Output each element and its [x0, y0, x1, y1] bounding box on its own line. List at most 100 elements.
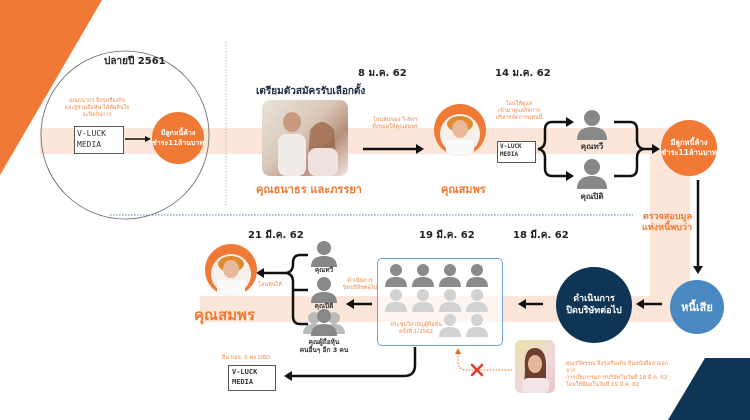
vluck-logo-2018: V-LUCK MEDIA — [74, 126, 124, 154]
person-icon-others-mar21 — [303, 309, 345, 336]
somporn-avatar — [440, 114, 480, 156]
close-note-mar19: ดำเนินการ ปิดบริษัทต่อไป — [340, 278, 380, 292]
label-piti-mar21: คุณปิติ — [314, 302, 334, 310]
photo-thanathorn-and-wife — [262, 100, 348, 176]
audit-line2: แห่งหนี้พบว่า — [642, 223, 692, 233]
label-somporn-jan8: คุณสมพร — [441, 183, 486, 196]
meeting-line2: ครั้งที่ 1/2562 — [398, 329, 434, 335]
debt-line1: มีลูกหนี้ค้าง — [160, 129, 196, 137]
others-line1: คุณผู้ถือหุ้น — [308, 338, 340, 346]
arrow-to-tawee — [566, 117, 574, 127]
note-jan14-line3: บริหารจัดการแทนนี้ — [495, 115, 543, 121]
date-mar21: 21 มี.ค. 62 — [248, 230, 304, 241]
label-piti-jan14: คุณปิติ — [580, 192, 604, 201]
step-jan8-heading: เตรียมตัวสมัครรับเลือกตั้ง — [256, 86, 366, 97]
vluck-line1: V-LUCK — [500, 143, 522, 150]
shareholder-person-icon — [466, 264, 488, 287]
dbd-note: ยื่น บอจ. 5 ต่อ DBD — [222, 355, 271, 361]
debt-line1: มีลูกหนี้ค้าง — [670, 138, 708, 147]
label-somporn-mar21: คุณสมพร — [194, 306, 255, 324]
shareholder-person-icon — [385, 289, 407, 312]
resignation-line2: การเป็นกรรมการบริษัทในวันที่ 18 มี.ค. 62 — [566, 375, 668, 381]
person-icon-tawee-mar21 — [311, 241, 337, 267]
label-others-mar21: คุณผู้ถือหุ้น คนอื่นๆ อีก 3 คน — [298, 338, 350, 354]
date-jan8: 8 ม.ค. 62 — [358, 68, 407, 79]
date-jan14: 14 ม.ค. 62 — [495, 68, 551, 79]
others-line2: คนอื่นๆ อีก 3 คน — [299, 346, 349, 354]
meeting-line1: ประชุมวิสามัญผู้ถือหุ้น — [390, 322, 442, 328]
label-tawee-jan14: คุณทวี — [580, 142, 604, 151]
somporn-avatar — [211, 254, 251, 296]
vluck-line1: V-LUCK — [77, 129, 106, 138]
resignation-line1: คุณรวีพรรณ จึงรุ่งเรืองกิจ ยื่นหนังสือลา… — [566, 361, 668, 374]
note-jan14-line1: โอนให้ดูแล — [505, 101, 533, 107]
shareholder-person-icon — [412, 289, 434, 312]
vluck-line2: MEDIA — [232, 378, 254, 386]
transfer-note-mar21: โอนหุ้นให้ — [258, 282, 282, 288]
shareholder-person-icon — [466, 314, 488, 337]
arrow-to-piti — [566, 171, 574, 181]
close-note-line1: ดำเนินการ — [347, 278, 373, 284]
shareholder-person-icon — [385, 264, 407, 287]
note-jan14: โอนให้ดูแล เข้ามาดูแลกิจการ บริหารจัดการ… — [494, 101, 544, 122]
couple-silhouettes — [278, 112, 338, 176]
debt-circle-jan14: มีลูกหนี้ค้างชำระ11ล้านบาท — [661, 120, 717, 176]
vluck-line2: MEDIA — [77, 140, 102, 149]
navy-corner-shape — [668, 358, 750, 420]
resignation-note: คุณรวีพรรณ จึงรุ่งเรืองกิจ ยื่นหนังสือลา… — [566, 361, 676, 389]
photo-somporn-jan8 — [434, 104, 486, 156]
audit-note: ตรวจสอบมูล แห่งหนี้พบว่า — [636, 212, 692, 234]
shareholder-person-icon — [466, 289, 488, 312]
close-note-line2: ปิดบริษัทต่อไป — [343, 285, 377, 291]
resignation-line3: โดยให้มีผลในวันที่ 19 มี.ค. 62 — [566, 382, 640, 388]
photo-rawiphan — [515, 340, 555, 393]
shareholder-person-icon — [439, 264, 461, 287]
shareholder-person-icon — [412, 264, 434, 287]
date-mar19: 19 มี.ค. 62 — [419, 230, 475, 241]
close-line2: ปิดบริษัทต่อไป — [566, 306, 622, 316]
label-tawee-mar21: คุณทวี — [314, 266, 334, 274]
person-icon-piti-mar21 — [311, 277, 337, 303]
close-line1: ดำเนินการ — [573, 294, 615, 304]
date-mar18: 18 มี.ค. 62 — [513, 230, 569, 241]
orange-corner-shape — [0, 0, 102, 175]
bad-debt-circle: หนี้เสีย — [670, 280, 724, 334]
transfer-note-jan8: โอนหุ้นของ วี-ลัคฯ ทั้งหมดให้คุณสมพร — [365, 117, 425, 131]
bad-debt-label: หนี้เสีย — [681, 301, 713, 314]
close-company-circle: ดำเนินการปิดบริษัทต่อไป — [556, 267, 632, 343]
section-late-2018-note: คุณธนาธร จึงรุ่งเรืองกิจ และผู้ร่วมถือหุ… — [64, 98, 130, 118]
shareholder-person-icon — [439, 289, 461, 312]
debt-line2: ชำระ11ล้านบาท — [152, 139, 204, 147]
rawiphan-avatar — [523, 348, 549, 393]
transfer-note-line2: ทั้งหมดให้คุณสมพร — [372, 124, 418, 130]
transfer-note-line1: โอนหุ้นของ วี-ลัคฯ — [372, 117, 418, 123]
x-mark-icon — [470, 363, 484, 377]
note-jan14-line2: เข้ามาดูแลกิจการ — [498, 108, 540, 114]
debt-line2: ชำระ11ล้านบาท — [661, 148, 717, 157]
vluck-logo-dbd: V-LUCK MEDIA — [228, 365, 276, 391]
audit-line1: ตรวจสอบมูล — [642, 212, 692, 222]
vluck-line1: V-LUCK — [232, 368, 258, 376]
debt-circle-2018: มีลูกหนี้ค้างชำระ11ล้านบาท — [152, 112, 204, 164]
vluck-logo-jan14: V-LUCK MEDIA — [497, 141, 536, 163]
meeting-note: ประชุมวิสามัญผู้ถือหุ้น ครั้งที่ 1/2562 — [386, 322, 446, 336]
vluck-line2: MEDIA — [500, 151, 519, 158]
label-thanathorn-and-wife: คุณธนาธร และภรรยา — [256, 183, 362, 196]
photo-somporn-mar21 — [205, 244, 257, 296]
section-late-2018-title: ปลายปี 2561 — [104, 56, 166, 67]
